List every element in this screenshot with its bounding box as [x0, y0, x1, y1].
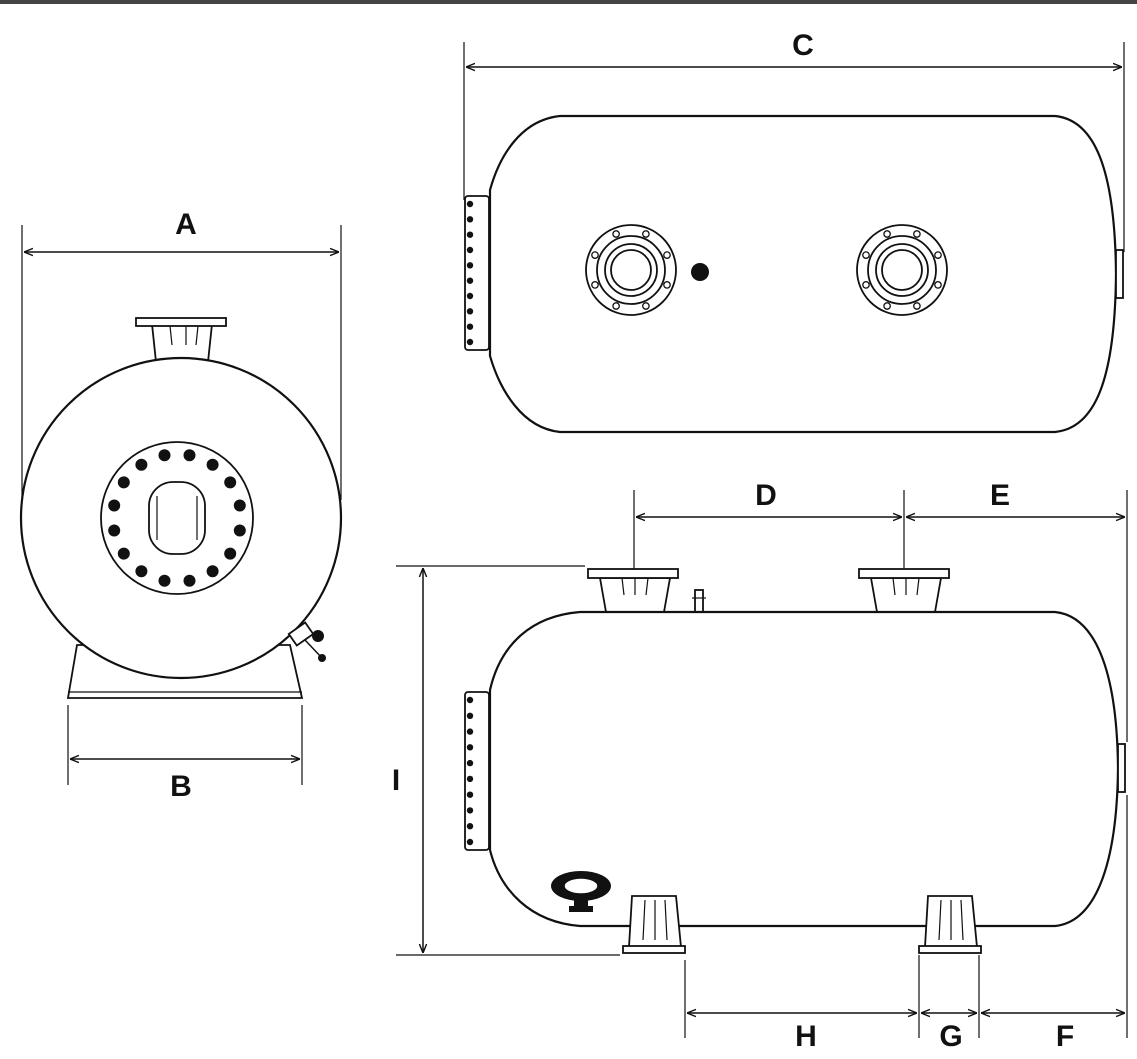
bolt [183, 449, 196, 462]
front-view [19, 317, 343, 699]
dimension-label-h: H [795, 1020, 817, 1053]
bolt [466, 807, 474, 814]
bolt [612, 230, 620, 238]
bolt [913, 230, 921, 238]
side-drain-valve [551, 871, 611, 912]
top-small-fitting [691, 263, 709, 281]
bolt [934, 281, 942, 289]
bolt [642, 230, 650, 238]
bolt [466, 200, 474, 208]
bolt [466, 838, 474, 846]
bolt [591, 251, 599, 259]
dimension-f: F [981, 795, 1128, 1053]
bolt [913, 302, 921, 310]
bolt [135, 458, 148, 471]
bolt [466, 308, 474, 315]
dimension-g: G [918, 955, 980, 1053]
dimension-label-c: C [792, 29, 814, 62]
bolt [466, 696, 474, 704]
front-top-flange [135, 317, 227, 327]
dimension-label-e: E [990, 479, 1010, 512]
bolt [591, 281, 599, 289]
side-air-vent [694, 589, 704, 613]
bolt [135, 565, 148, 578]
top-view [464, 114, 1124, 434]
dimension-h: H [684, 960, 917, 1053]
side-nozzle-right-flange [858, 568, 950, 579]
dimension-label-g: G [939, 1020, 962, 1053]
bolt [466, 231, 474, 238]
bolt [466, 791, 474, 798]
front-top-nozzle [151, 323, 213, 363]
bolt [233, 499, 246, 512]
bolt [183, 574, 196, 587]
bolt [466, 292, 474, 300]
bolt [117, 547, 130, 560]
front-drain-valve [287, 621, 326, 662]
bolt [466, 216, 474, 223]
dimension-a: A [21, 208, 342, 500]
front-manhole-bolts [108, 449, 246, 587]
dimension-label-f: F [1056, 1020, 1074, 1053]
bolt [466, 277, 474, 284]
dimension-b: B [67, 705, 303, 803]
side-view [464, 568, 1126, 954]
bolt [642, 302, 650, 310]
dimension-label-b: B [170, 770, 192, 803]
bolt [612, 302, 620, 310]
bolt [466, 744, 474, 751]
bolt [466, 823, 474, 830]
dimension-i: I [392, 565, 620, 956]
bolt [158, 574, 171, 587]
bolt [466, 728, 474, 735]
side-end-plug [1117, 743, 1126, 793]
bolt [466, 338, 474, 346]
bolt [862, 281, 870, 289]
bolt [233, 524, 246, 537]
bolt [663, 281, 671, 289]
top-port-1 [585, 224, 677, 316]
bolt [883, 230, 891, 238]
dimension-label-d: D [755, 479, 777, 512]
side-foot-right [918, 895, 982, 954]
bolt [108, 524, 121, 537]
dimension-d: D [633, 479, 905, 569]
bolt [117, 476, 130, 489]
bolt [466, 246, 474, 254]
top-manhole-strip-bolts [466, 200, 474, 346]
bolt [206, 565, 219, 578]
top-end-plug [1115, 249, 1124, 299]
side-foot-left [622, 895, 686, 954]
bolt [158, 449, 171, 462]
top-border [0, 0, 1137, 4]
top-port-2 [856, 224, 948, 316]
bolt [466, 262, 474, 269]
bolt [206, 458, 219, 471]
bolt [224, 476, 237, 489]
bolt [663, 251, 671, 259]
front-manhole-opening [148, 481, 206, 555]
bolt [934, 251, 942, 259]
bolt [883, 302, 891, 310]
bolt [466, 775, 474, 783]
dimension-label-i: I [392, 764, 400, 797]
bolt [224, 547, 237, 560]
dimension-e: E [906, 479, 1128, 742]
dimension-c: C [463, 29, 1125, 252]
side-tank-shell [488, 610, 1120, 928]
bolt [466, 712, 474, 719]
bolt [108, 499, 121, 512]
dimension-label-a: A [175, 208, 197, 241]
bolt [466, 323, 474, 330]
bolt [466, 759, 474, 767]
bolt [862, 251, 870, 259]
side-nozzle-left-flange [587, 568, 679, 579]
top-tank-shell [488, 114, 1118, 434]
side-manhole-strip-bolts [466, 696, 474, 846]
